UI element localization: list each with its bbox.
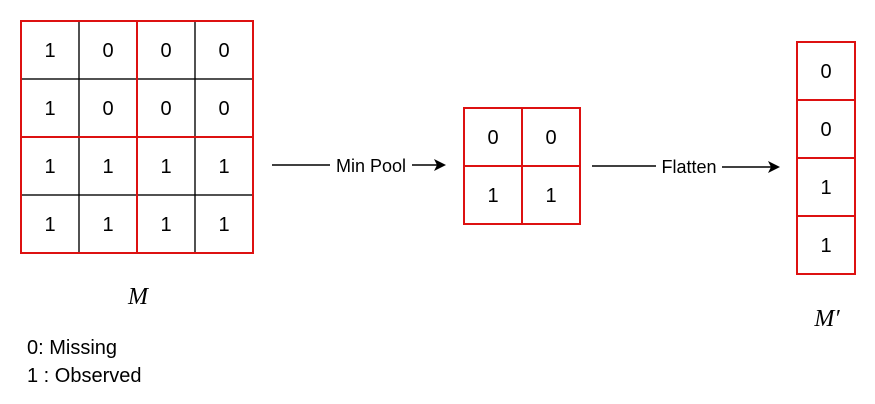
legend-observed: 1 : Observed: [27, 365, 142, 387]
pooled-cell-value: 1: [545, 185, 556, 207]
input-cell-value: 0: [218, 40, 229, 62]
input-cell-value: 1: [160, 214, 171, 236]
input-cell-value: 1: [102, 214, 113, 236]
input-cell-value: 0: [160, 40, 171, 62]
input-cell-value: 1: [44, 214, 55, 236]
input-cell-value: 1: [160, 156, 171, 178]
input-cell-value: 0: [102, 40, 113, 62]
output-cell-value: 0: [820, 119, 831, 141]
input-matrix-label: M: [127, 284, 150, 310]
input-cell-value: 1: [218, 214, 229, 236]
input-cell-value: 1: [44, 40, 55, 62]
legend: 0: Missing 1 : Observed: [27, 334, 142, 390]
pooled-cell-value: 0: [545, 127, 556, 149]
input-cell-value: 1: [218, 156, 229, 178]
pooled-cell: [521, 165, 581, 225]
output-cell-value: 1: [820, 177, 831, 199]
input-cell-value: 0: [218, 98, 229, 120]
output-cell: [796, 215, 856, 275]
output-vector-label: M′: [813, 306, 840, 332]
input-cell-value: 1: [102, 156, 113, 178]
pooled-matrix: 0 0 1 1: [463, 107, 581, 225]
flatten-label: Flatten: [661, 157, 716, 177]
input-matrix: 1 0 0 0 1 0 0 0 1 1 1 1 1 1 1 1: [20, 20, 254, 254]
pool-window-outline: [136, 136, 254, 254]
min-pool-arrow: Min Pool: [272, 156, 446, 176]
output-cell-value: 1: [820, 235, 831, 257]
pooled-cell-value: 0: [487, 127, 498, 149]
input-cell-value: 0: [160, 98, 171, 120]
min-pool-label: Min Pool: [336, 156, 406, 176]
input-cell-value: 1: [44, 98, 55, 120]
input-cell-value: 0: [102, 98, 113, 120]
flatten-arrow: Flatten: [592, 157, 780, 177]
legend-missing: 0: Missing: [27, 337, 118, 359]
pooled-cell-value: 1: [487, 185, 498, 207]
output-vector: 0 0 1 1: [796, 41, 856, 275]
output-cell-value: 0: [820, 61, 831, 83]
input-cell-value: 1: [44, 156, 55, 178]
